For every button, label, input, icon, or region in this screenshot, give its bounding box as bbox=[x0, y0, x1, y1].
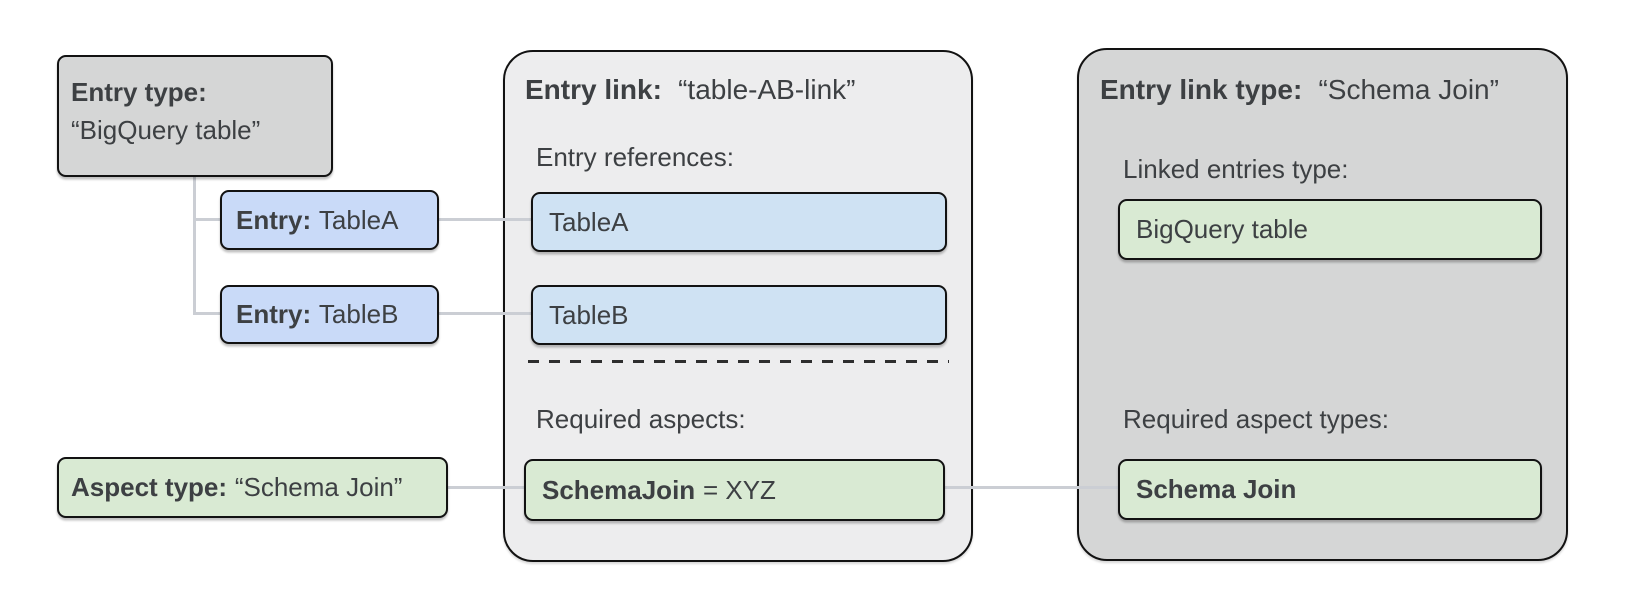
schema-join-aspect-value: = XYZ bbox=[702, 474, 776, 505]
table-a-reference-value: TableA bbox=[549, 206, 629, 237]
references-aspects-divider bbox=[528, 360, 949, 363]
table-b-reference-value: TableB bbox=[549, 299, 629, 330]
table-b-reference-box: TableB bbox=[531, 285, 947, 345]
required-aspect-type-value: Schema Join bbox=[1136, 474, 1297, 504]
entry-type-value: “BigQuery table” bbox=[71, 115, 261, 146]
connector-entry-type-trunk bbox=[193, 175, 196, 315]
connector-branch-entry-b bbox=[193, 312, 222, 315]
required-aspect-type-box: Schema Join bbox=[1118, 459, 1542, 520]
aspect-type-box: Aspect type: “Schema Join” bbox=[57, 457, 448, 518]
entry-link-type-panel: Entry link type: “Schema Join” Linked en… bbox=[1077, 48, 1568, 561]
schema-join-aspect-label: SchemaJoin bbox=[542, 474, 696, 505]
entry-b-box: Entry: TableB bbox=[220, 285, 439, 344]
entry-link-type-panel-title: Entry link type: “Schema Join” bbox=[1100, 74, 1499, 106]
entry-link-title-label: Entry link: bbox=[525, 74, 662, 105]
entry-references-label: Entry references: bbox=[536, 142, 734, 172]
entry-link-panel-title: Entry link: “table-AB-link” bbox=[525, 74, 855, 106]
entry-link-type-title-label: Entry link type: bbox=[1100, 74, 1303, 105]
entry-type-box: Entry type: “BigQuery table” bbox=[57, 55, 333, 177]
entry-link-panel: Entry link: “table-AB-link” Entry refere… bbox=[503, 50, 973, 562]
entry-b-value: TableB bbox=[318, 299, 399, 329]
entry-type-label: Entry type: bbox=[71, 77, 207, 107]
connector-entry-a-to-reference bbox=[437, 218, 532, 221]
linked-entries-type-box: BigQuery table bbox=[1118, 199, 1542, 260]
connector-aspect-to-aspect-type-box bbox=[940, 486, 1119, 489]
table-a-reference-box: TableA bbox=[531, 192, 947, 252]
connector-branch-entry-a bbox=[193, 218, 222, 221]
entry-b-label: Entry: bbox=[236, 299, 312, 329]
aspect-type-value: “Schema Join” bbox=[234, 472, 403, 502]
connector-aspect-type-to-aspect bbox=[446, 486, 525, 489]
entry-link-title-value: “table-AB-link” bbox=[678, 74, 856, 105]
required-aspects-label: Required aspects: bbox=[536, 404, 746, 434]
entry-a-box: Entry: TableA bbox=[220, 190, 439, 250]
linked-entries-type-value: BigQuery table bbox=[1136, 214, 1308, 244]
linked-entries-type-label: Linked entries type: bbox=[1123, 154, 1349, 184]
connector-entry-b-to-reference bbox=[437, 312, 532, 315]
entry-a-label: Entry: bbox=[236, 204, 312, 235]
entry-link-type-title-value: “Schema Join” bbox=[1318, 74, 1499, 105]
schema-join-aspect-box: SchemaJoin = XYZ bbox=[524, 459, 945, 521]
entry-a-value: TableA bbox=[318, 204, 399, 235]
required-aspect-types-label: Required aspect types: bbox=[1123, 404, 1389, 434]
aspect-type-label: Aspect type: bbox=[71, 472, 228, 502]
